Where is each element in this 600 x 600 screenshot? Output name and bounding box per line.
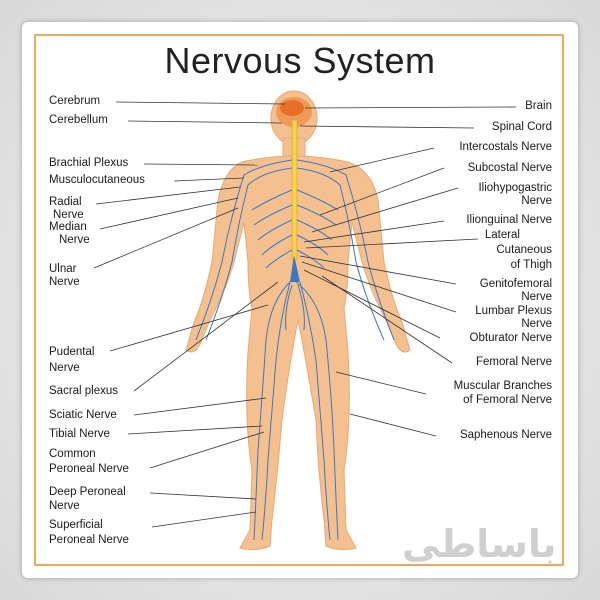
label-sacral-plexus: Sacral plexus bbox=[49, 385, 119, 397]
label-cerebrum: Cerebrum bbox=[49, 95, 101, 107]
label-brachial-plexus: Brachial Plexus bbox=[49, 157, 129, 169]
spinal-cord-shape bbox=[291, 119, 298, 261]
label-ilionguinal-nerve: Ilionguinal Nerve bbox=[466, 214, 552, 226]
label-femoral-nerve: Femoral Nerve bbox=[475, 356, 552, 368]
label-brain: Brain bbox=[525, 100, 552, 112]
label-musculocutaneous: Musculocutaneous bbox=[49, 174, 145, 186]
page-title: Nervous System bbox=[164, 40, 436, 81]
label-spinal-cord: Spinal Cord bbox=[491, 121, 552, 133]
label-saphenous-nerve: Saphenous Nerve bbox=[459, 429, 552, 441]
label-cerebellum: Cerebellum bbox=[49, 114, 108, 126]
label-sciatic-nerve: Sciatic Nerve bbox=[49, 409, 117, 421]
label-obturator-nerve: Obturator Nerve bbox=[469, 332, 552, 344]
diagram-frame bbox=[34, 34, 564, 566]
leader-lines bbox=[93, 101, 517, 528]
label-intercostals-nerve: Intercostals Nerve bbox=[459, 141, 552, 153]
label-tibial-nerve: Tibial Nerve bbox=[49, 428, 110, 440]
watermark-logo: باساطی bbox=[402, 522, 557, 566]
label-subcostal-nerve: Subcostal Nerve bbox=[467, 162, 552, 174]
nerve-paths bbox=[195, 159, 395, 541]
